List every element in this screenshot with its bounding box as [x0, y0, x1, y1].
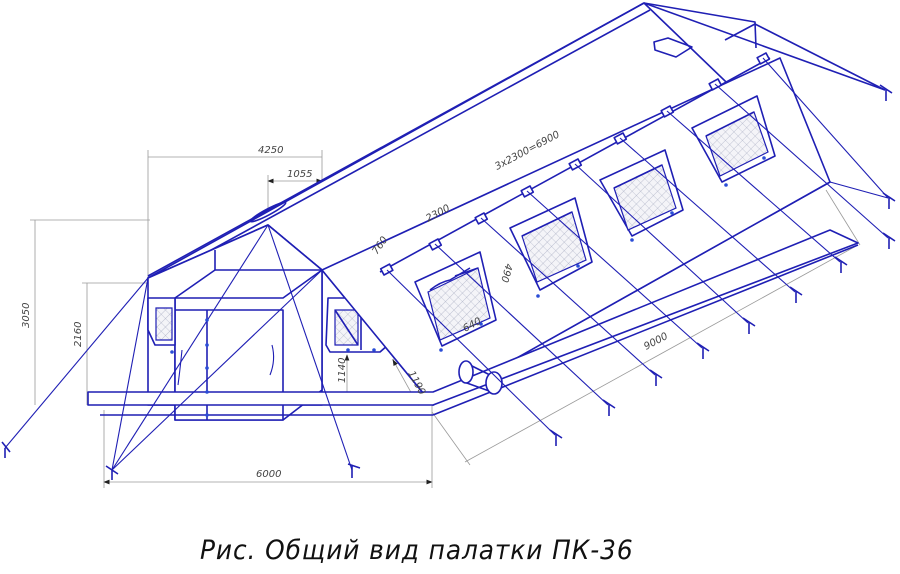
- side-window-2: [509, 197, 593, 291]
- stove-pipe: [458, 360, 503, 395]
- tent-body: [87, 2, 886, 421]
- figure-caption: Рис. Общий вид палатки ПК-36: [200, 535, 634, 566]
- stakes: [1, 84, 896, 480]
- dim-window-height: 490: [498, 262, 514, 283]
- dim-window-sill-front: 1140: [337, 358, 348, 383]
- dim-top-width: 4250: [258, 145, 283, 156]
- toggle-markers: [170, 156, 766, 417]
- guy-ropes: [4, 57, 889, 471]
- dim-vestibule-width: 1055: [287, 169, 312, 180]
- dim-width: 6000: [256, 469, 281, 480]
- dim-total-height: 3050: [21, 303, 32, 328]
- side-window-4: [691, 95, 776, 183]
- dim-wall-height: 2160: [73, 322, 84, 347]
- dim-length: 9000: [642, 331, 670, 353]
- side-window-1: [414, 251, 497, 347]
